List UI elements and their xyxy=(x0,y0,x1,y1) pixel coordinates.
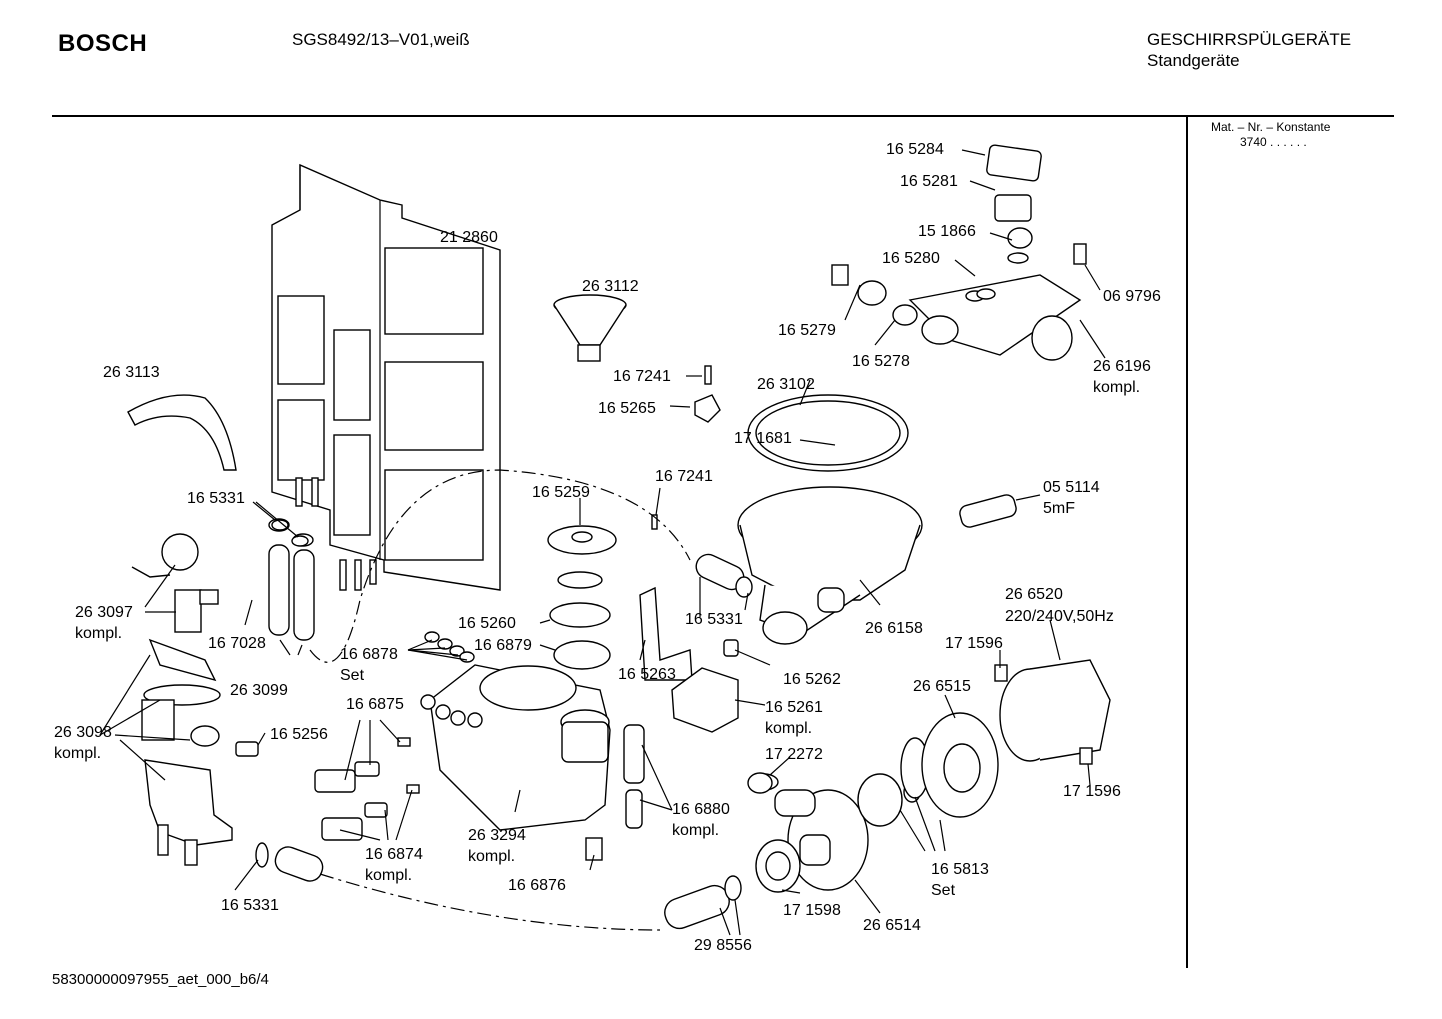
label-166880-kompl: kompl. xyxy=(672,822,719,839)
label-167028: 16 7028 xyxy=(208,635,266,652)
water-inlet-263098 xyxy=(141,638,233,866)
pump-housing-266515 xyxy=(921,712,999,818)
label-266196: 26 6196 xyxy=(1093,358,1151,375)
label-166875: 16 6875 xyxy=(346,696,404,713)
valve-166874 xyxy=(321,784,420,841)
label-165262: 16 5262 xyxy=(783,671,841,688)
impeller-set-165813 xyxy=(857,737,930,827)
label-166874: 16 6874 xyxy=(365,846,423,863)
label-172272: 17 2272 xyxy=(765,746,823,763)
header-rule xyxy=(52,115,1394,117)
label-166880: 16 6880 xyxy=(672,801,730,818)
flow-path-2 xyxy=(319,873,661,931)
label-266196-kompl: kompl. xyxy=(1093,379,1140,396)
label-165265: 16 5265 xyxy=(598,400,656,417)
label-151866: 15 1866 xyxy=(918,223,976,240)
label-165261-kompl: kompl. xyxy=(765,720,812,737)
partition-panel-212860 xyxy=(271,163,501,591)
model-number: SGS8492/13–V01,weiß xyxy=(292,30,470,49)
label-166879: 16 6879 xyxy=(474,637,532,654)
pump-266514 xyxy=(749,773,869,893)
label-165279: 16 5279 xyxy=(778,322,836,339)
leader-lines xyxy=(99,149,1106,936)
label-069796: 06 9796 xyxy=(1103,288,1161,305)
air-vent-cover-263113 xyxy=(127,394,237,471)
product-subcategory: Standgeräte xyxy=(1147,51,1240,70)
label-165284: 16 5284 xyxy=(886,141,944,158)
label-266520-voltage: 220/240V,50Hz xyxy=(1005,608,1114,625)
screw-167241 xyxy=(651,365,712,530)
label-165331-mid: 16 5331 xyxy=(685,611,743,628)
label-166878-set: Set xyxy=(340,667,365,684)
label-263098: 26 3098 xyxy=(54,724,112,741)
label-263102: 26 3102 xyxy=(757,376,815,393)
connector-165256 xyxy=(235,741,259,757)
guide-165263 xyxy=(639,586,693,681)
mat-nr-value: 3740 . . . . . . xyxy=(1240,135,1307,149)
label-166874-kompl: kompl. xyxy=(365,867,412,884)
funnel-263112 xyxy=(553,294,627,362)
aquastop-266196 xyxy=(831,144,1087,361)
label-055114: 05 5114 xyxy=(1043,479,1100,496)
flow-meter-263097 xyxy=(131,533,219,633)
clip-165262 xyxy=(723,639,739,657)
label-165259: 16 5259 xyxy=(532,484,590,501)
label-171596-top: 17 1596 xyxy=(945,635,1003,652)
label-266515: 26 6515 xyxy=(913,678,971,695)
clip-165265 xyxy=(694,394,721,423)
label-165256: 16 5256 xyxy=(270,726,328,743)
label-266520: 26 6520 xyxy=(1005,586,1063,603)
label-165280: 16 5280 xyxy=(882,250,940,267)
label-165331-top: 16 5331 xyxy=(187,490,245,507)
label-167241-lower: 16 7241 xyxy=(655,468,713,485)
label-165261: 16 5261 xyxy=(765,699,823,716)
water-softener-263294 xyxy=(420,664,611,831)
clip-166876 xyxy=(585,837,603,861)
valve-166875 xyxy=(314,737,411,793)
label-298556: 29 8556 xyxy=(694,937,752,954)
label-165813: 16 5813 xyxy=(931,861,989,878)
product-category: GESCHIRRSPÜLGERÄTE xyxy=(1147,30,1352,49)
hoses-263099 xyxy=(268,518,315,641)
motor-266520 xyxy=(994,659,1111,765)
label-212860: 21 2860 xyxy=(440,229,498,246)
nut-165259 xyxy=(547,525,617,670)
label-263294-kompl: kompl. xyxy=(468,848,515,865)
mat-nr-label: Mat. – Nr. – Konstante xyxy=(1211,120,1331,134)
sidebar-divider xyxy=(1186,116,1188,968)
heater-relay-165261 xyxy=(671,667,739,733)
label-263097: 26 3097 xyxy=(75,604,133,621)
label-263294: 26 3294 xyxy=(468,827,526,844)
label-263099: 26 3099 xyxy=(230,682,288,699)
label-166878: 16 6878 xyxy=(340,646,398,663)
label-167241-upper: 16 7241 xyxy=(613,368,671,385)
label-263097-kompl: kompl. xyxy=(75,625,122,642)
label-171681: 17 1681 xyxy=(734,430,792,447)
label-266158: 26 6158 xyxy=(865,620,923,637)
label-171598: 17 1598 xyxy=(783,902,841,919)
sensor-166880 xyxy=(623,724,645,829)
label-266514: 26 6514 xyxy=(863,917,921,934)
hose-298556 xyxy=(255,842,742,930)
label-165263: 16 5263 xyxy=(618,666,676,683)
label-263113: 26 3113 xyxy=(103,364,160,381)
flow-path-1 xyxy=(309,469,691,663)
capacitor-055114 xyxy=(959,494,1017,528)
label-165813-set: Set xyxy=(931,882,956,899)
label-055114-capacity: 5mF xyxy=(1043,500,1075,517)
brand-logo: BOSCH xyxy=(58,30,148,57)
label-171596-bottom: 17 1596 xyxy=(1063,783,1121,800)
label-263098-kompl: kompl. xyxy=(54,745,101,762)
o-rings xyxy=(271,519,808,794)
label-166876: 16 6876 xyxy=(508,877,566,894)
document-id: 58300000097955_aet_000_b6/4 xyxy=(52,971,269,988)
hose-165331 xyxy=(695,553,753,598)
label-263112: 26 3112 xyxy=(582,278,639,295)
label-165281: 16 5281 xyxy=(900,173,958,190)
label-165260: 16 5260 xyxy=(458,615,516,632)
label-165278: 16 5278 xyxy=(852,353,910,370)
label-165331-bottom: 16 5331 xyxy=(221,897,279,914)
